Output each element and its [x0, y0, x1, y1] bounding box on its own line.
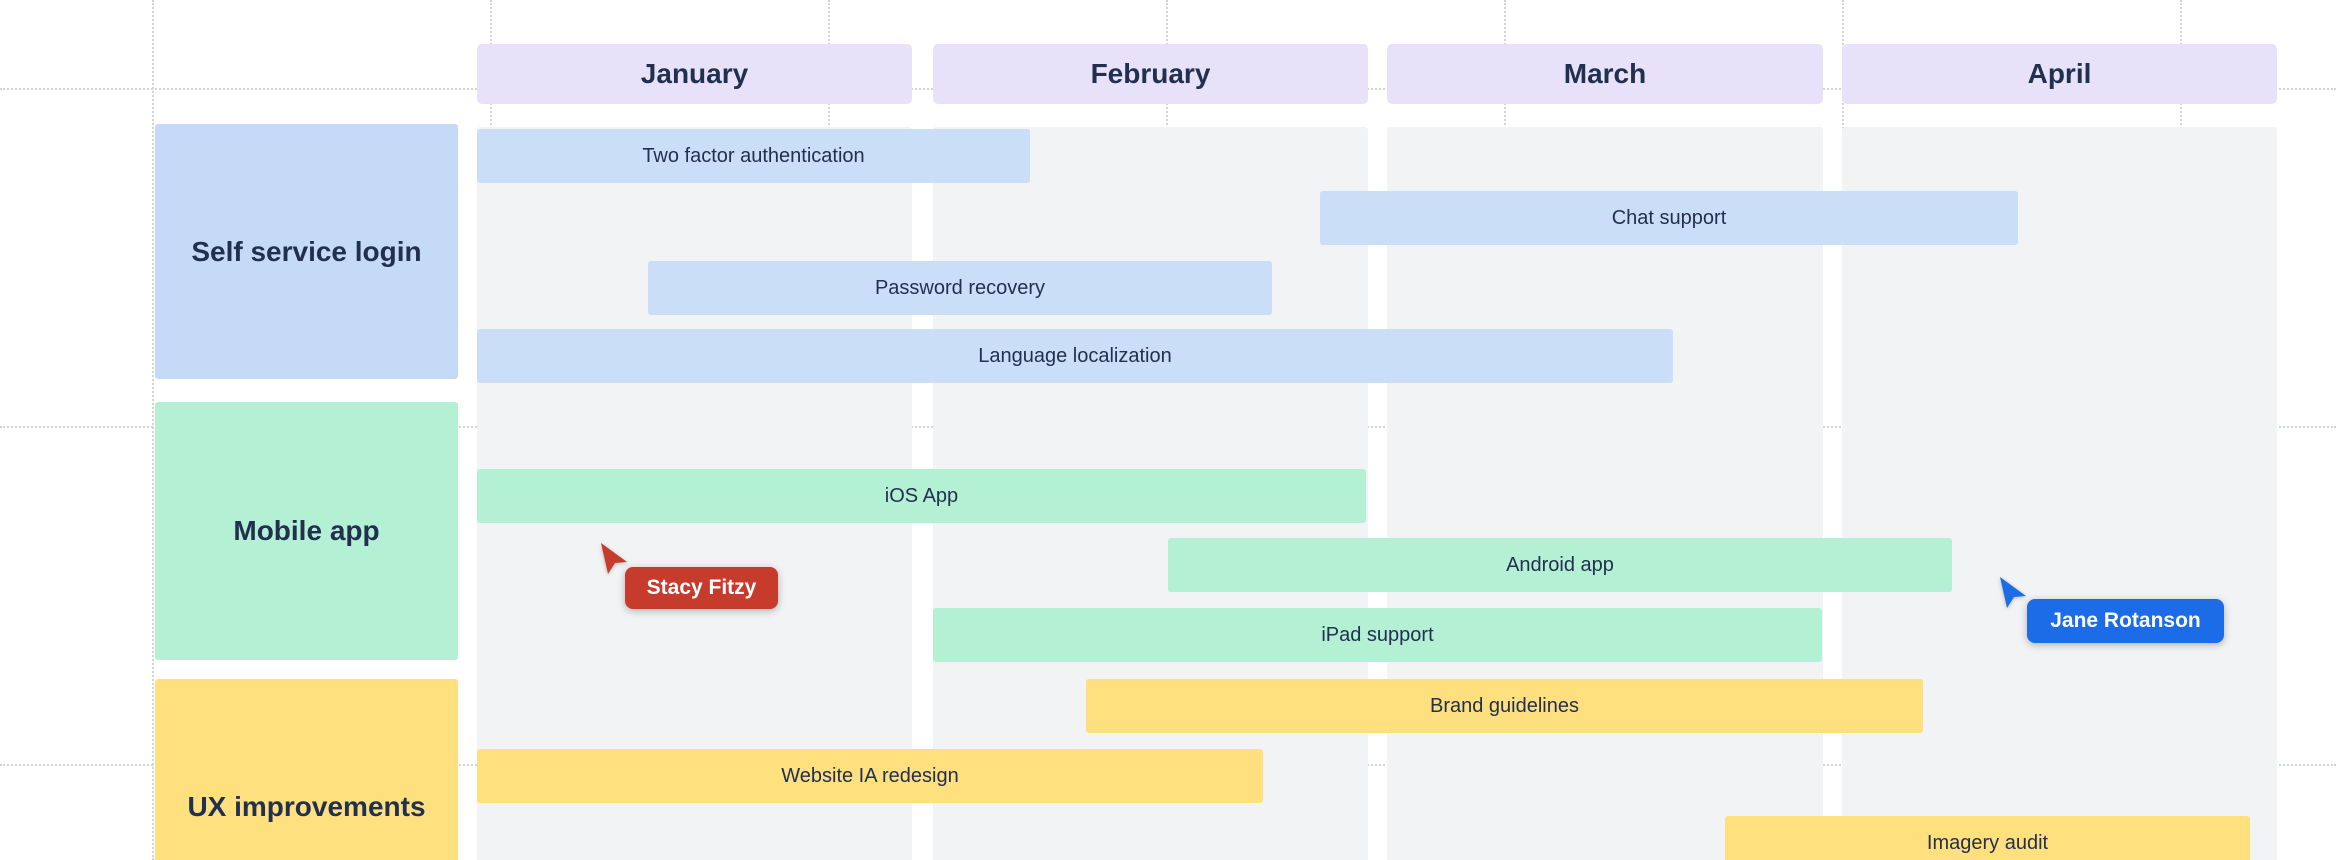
grid-line-vertical [152, 0, 154, 860]
task-bar-two-factor-authentication[interactable]: Two factor authentication [477, 129, 1030, 183]
task-bar-ipad-support[interactable]: iPad support [933, 608, 1822, 662]
task-bar-ios-app[interactable]: iOS App [477, 469, 1366, 523]
task-bar-imagery-audit[interactable]: Imagery audit [1725, 816, 2250, 860]
task-bar-language-localization[interactable]: Language localization [477, 329, 1673, 383]
task-bar-website-ia-redesign[interactable]: Website IA redesign [477, 749, 1263, 803]
user-cursor-label-jane: Jane Rotanson [2027, 599, 2224, 643]
month-header-february[interactable]: February [933, 44, 1368, 104]
task-bar-android-app[interactable]: Android app [1168, 538, 1952, 592]
task-bar-password-recovery[interactable]: Password recovery [648, 261, 1272, 315]
month-header-march[interactable]: March [1387, 44, 1823, 104]
month-header-january[interactable]: January [477, 44, 912, 104]
column-april [1842, 127, 2277, 860]
section-label-self-service-login[interactable]: Self service login [155, 124, 458, 379]
cursor-arrow-icon [2000, 577, 2026, 608]
cursor-arrow-icon [601, 543, 627, 574]
user-cursor-stacy [600, 542, 630, 576]
section-label-mobile-app[interactable]: Mobile app [155, 402, 458, 660]
user-cursor-label-stacy: Stacy Fitzy [625, 567, 778, 609]
section-label-ux-improvements[interactable]: UX improvements [155, 679, 458, 860]
column-march [1387, 127, 1823, 860]
task-bar-brand-guidelines[interactable]: Brand guidelines [1086, 679, 1923, 733]
task-bar-chat-support[interactable]: Chat support [1320, 191, 2018, 245]
month-header-april[interactable]: April [1842, 44, 2277, 104]
user-cursor-jane [1999, 576, 2029, 610]
